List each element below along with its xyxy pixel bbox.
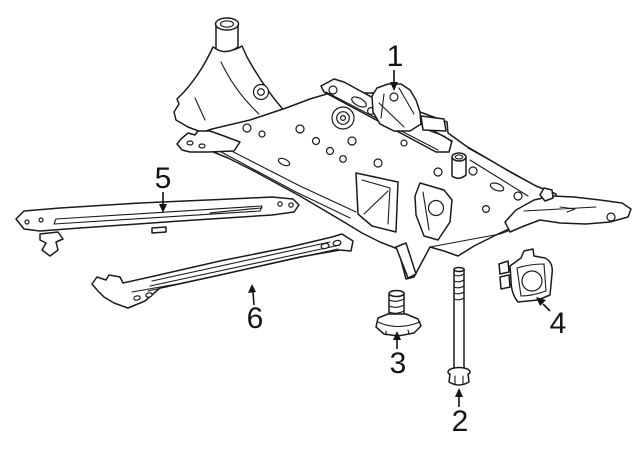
callout-4: 4 <box>536 297 566 340</box>
callout-6-arrow <box>248 284 256 293</box>
callout-2-arrow <box>455 388 463 397</box>
callout-2: 2 <box>452 388 469 438</box>
callout-6-number: 6 <box>247 302 264 335</box>
callout-3: 3 <box>390 331 407 380</box>
callout-4-number: 4 <box>550 307 567 340</box>
callout-4-arrow <box>536 297 546 306</box>
callout-1-number: 1 <box>387 40 404 73</box>
callout-5-arrow <box>159 204 167 213</box>
callout-1: 1 <box>387 40 404 91</box>
callout-5-number: 5 <box>155 162 172 195</box>
callout-5: 5 <box>155 162 172 213</box>
upper-brace-bar <box>15 196 300 257</box>
subframe-crossmember <box>173 17 632 280</box>
retainer-bracket <box>498 248 553 303</box>
lower-brace-bar <box>91 233 354 309</box>
short-flange-bolt <box>375 289 422 337</box>
long-flange-bolt <box>447 266 471 386</box>
callout-2-number: 2 <box>452 405 469 438</box>
callout-3-number: 3 <box>390 347 407 380</box>
callout-3-arrow <box>393 331 401 340</box>
callout-6: 6 <box>247 284 264 335</box>
callout-1-arrow <box>390 82 398 91</box>
